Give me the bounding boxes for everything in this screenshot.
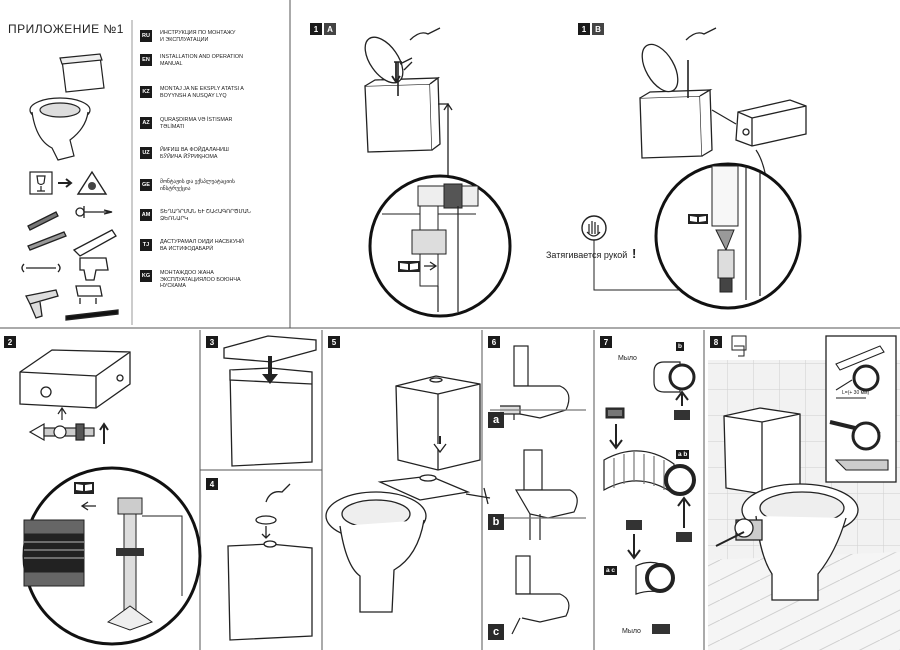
language-item: KG МОНТАЖДОО ЖАНА ЭКСПЛУАТАЦИЯЛОО БОЮНЧА… bbox=[140, 270, 278, 290]
step-badge-2: 2 bbox=[4, 336, 16, 348]
corrugated-pipe bbox=[603, 361, 696, 595]
arrow-up-icon bbox=[677, 496, 691, 528]
page-title: ПРИЛОЖЕНИЕ №1 bbox=[8, 22, 124, 36]
language-code: AM bbox=[140, 209, 152, 221]
step-badge-3: 3 bbox=[206, 336, 218, 348]
variant-label-c: c bbox=[488, 624, 504, 640]
language-code: AZ bbox=[140, 117, 152, 129]
cistern-side bbox=[19, 349, 131, 409]
language-item: TJ ДАСТУРАМАЛ ОИДИ НАСБКУНӢ ВА ИСТИФОДАБ… bbox=[140, 239, 278, 252]
book-icon bbox=[398, 261, 438, 272]
toilet-assembly bbox=[325, 375, 491, 613]
language-item: KZ MONTAJ JA NE EKSPLY ATATSI A BOYYNSH … bbox=[140, 86, 278, 99]
language-code: KZ bbox=[140, 86, 152, 98]
step-badge-8: 8 bbox=[710, 336, 722, 348]
arrowhead bbox=[262, 374, 278, 384]
button-fit bbox=[227, 483, 313, 641]
language-text: QURAŞDIRMA VƏ İSTISMAR TƏLİMATI bbox=[160, 117, 233, 130]
arrow-down-icon bbox=[391, 62, 401, 84]
language-code: EN bbox=[140, 54, 152, 66]
variant-label-b: b bbox=[488, 514, 504, 530]
language-text: ՏԵՂԱԴՐՄԱՆ և ՇԱՀԱԳՈՐԾՄԱՆ ՁԵՌՆԱՐԿ bbox=[160, 209, 251, 222]
step-badge-1a-letter: A bbox=[324, 23, 336, 35]
tag-ab: a b bbox=[676, 450, 690, 459]
tools-icon bbox=[21, 206, 119, 321]
variant-label-a: a bbox=[488, 412, 504, 428]
toilet-illustration bbox=[29, 53, 105, 161]
step-badge-1a-num: 1 bbox=[310, 23, 322, 35]
language-item: EN INSTALLATION AND OPERATION MANUAL bbox=[140, 54, 278, 67]
hand-tighten-icon bbox=[581, 215, 720, 291]
language-code: TJ bbox=[140, 239, 152, 251]
arrow-down-icon bbox=[627, 534, 641, 560]
language-code: RU bbox=[140, 30, 152, 42]
book-icon bbox=[688, 214, 708, 224]
language-text: ЙИҒИШ ВА ФОЙДАЛАНИШ БЎЙИЧА ЙЎРИҚНОМА bbox=[160, 147, 229, 160]
tag-ac: a c bbox=[604, 566, 618, 575]
detail-circle-1b bbox=[654, 162, 802, 310]
step-badge-1b-num: 1 bbox=[578, 23, 590, 35]
installed-toilet-scene bbox=[708, 335, 900, 650]
cistern-1a bbox=[364, 27, 441, 153]
language-item: RU ИНСТРУКЦИЯ ПО МОНТАЖУ И ЭКСПЛУАТАЦИИ bbox=[140, 30, 278, 43]
arrow-down-icon bbox=[609, 424, 623, 450]
detail-circle-1a bbox=[368, 174, 512, 318]
book-icon bbox=[74, 482, 96, 511]
language-text: ДАСТУРАМАЛ ОИДИ НАСБКУНӢ ВА ИСТИФОДАБАРӢ bbox=[160, 239, 244, 252]
step-badge-1b-letter: B bbox=[592, 23, 604, 35]
language-item: GE მონტაჟის და ექსპლუატაციის ინსტრუქცია bbox=[140, 179, 278, 192]
drain-variants bbox=[490, 345, 586, 635]
step-badge-4: 4 bbox=[206, 478, 218, 490]
fragile-icon bbox=[29, 170, 108, 195]
soap-icon bbox=[605, 407, 692, 634]
arrow-up-icon bbox=[443, 102, 453, 111]
cistern-lid-fit bbox=[223, 335, 317, 467]
language-text: MONTAJ JA NE EKSPLY ATATSI A BOYYNSH A N… bbox=[160, 86, 244, 99]
hand-note: Затягивается рукой bbox=[546, 250, 627, 260]
language-text: INSTALLATION AND OPERATION MANUAL bbox=[160, 54, 243, 67]
tag-b: b bbox=[676, 342, 684, 351]
hand-exclaim: ! bbox=[632, 246, 636, 261]
language-text: ИНСТРУКЦИЯ ПО МОНТАЖУ И ЭКСПЛУАТАЦИИ bbox=[160, 30, 236, 43]
arrow-up-icon bbox=[675, 390, 689, 406]
language-code: GE bbox=[140, 179, 152, 191]
detail-circle-2 bbox=[22, 466, 202, 646]
cistern-1b bbox=[639, 27, 807, 159]
language-code: UZ bbox=[140, 147, 152, 159]
language-text: მონტაჟის და ექსპლუატაციის ინსტრუქცია bbox=[160, 179, 235, 192]
language-text: МОНТАЖДОО ЖАНА ЭКСПЛУАТАЦИЯЛОО БОЮНЧА НУ… bbox=[160, 270, 241, 290]
language-item: UZ ЙИҒИШ ВА ФОЙДАЛАНИШ БЎЙИЧА ЙЎРИҚНОМА bbox=[140, 147, 278, 160]
step-badge-5: 5 bbox=[328, 336, 340, 348]
step-badge-7: 7 bbox=[600, 336, 612, 348]
soap-label: Мыло bbox=[618, 355, 637, 362]
language-code: KG bbox=[140, 270, 152, 282]
language-item: AM ՏԵՂԱԴՐՄԱՆ և ՇԱՀԱԳՈՐԾՄԱՆ ՁԵՌՆԱՐԿ bbox=[140, 209, 278, 222]
soap-label: Мыло bbox=[622, 628, 641, 635]
language-item: AZ QURAŞDIRMA VƏ İSTISMAR TƏLİMATI bbox=[140, 117, 278, 130]
step-badge-6: 6 bbox=[488, 336, 500, 348]
step8-dimension: L=(+ 30 мм) bbox=[842, 390, 870, 396]
bolt-set bbox=[28, 406, 109, 444]
